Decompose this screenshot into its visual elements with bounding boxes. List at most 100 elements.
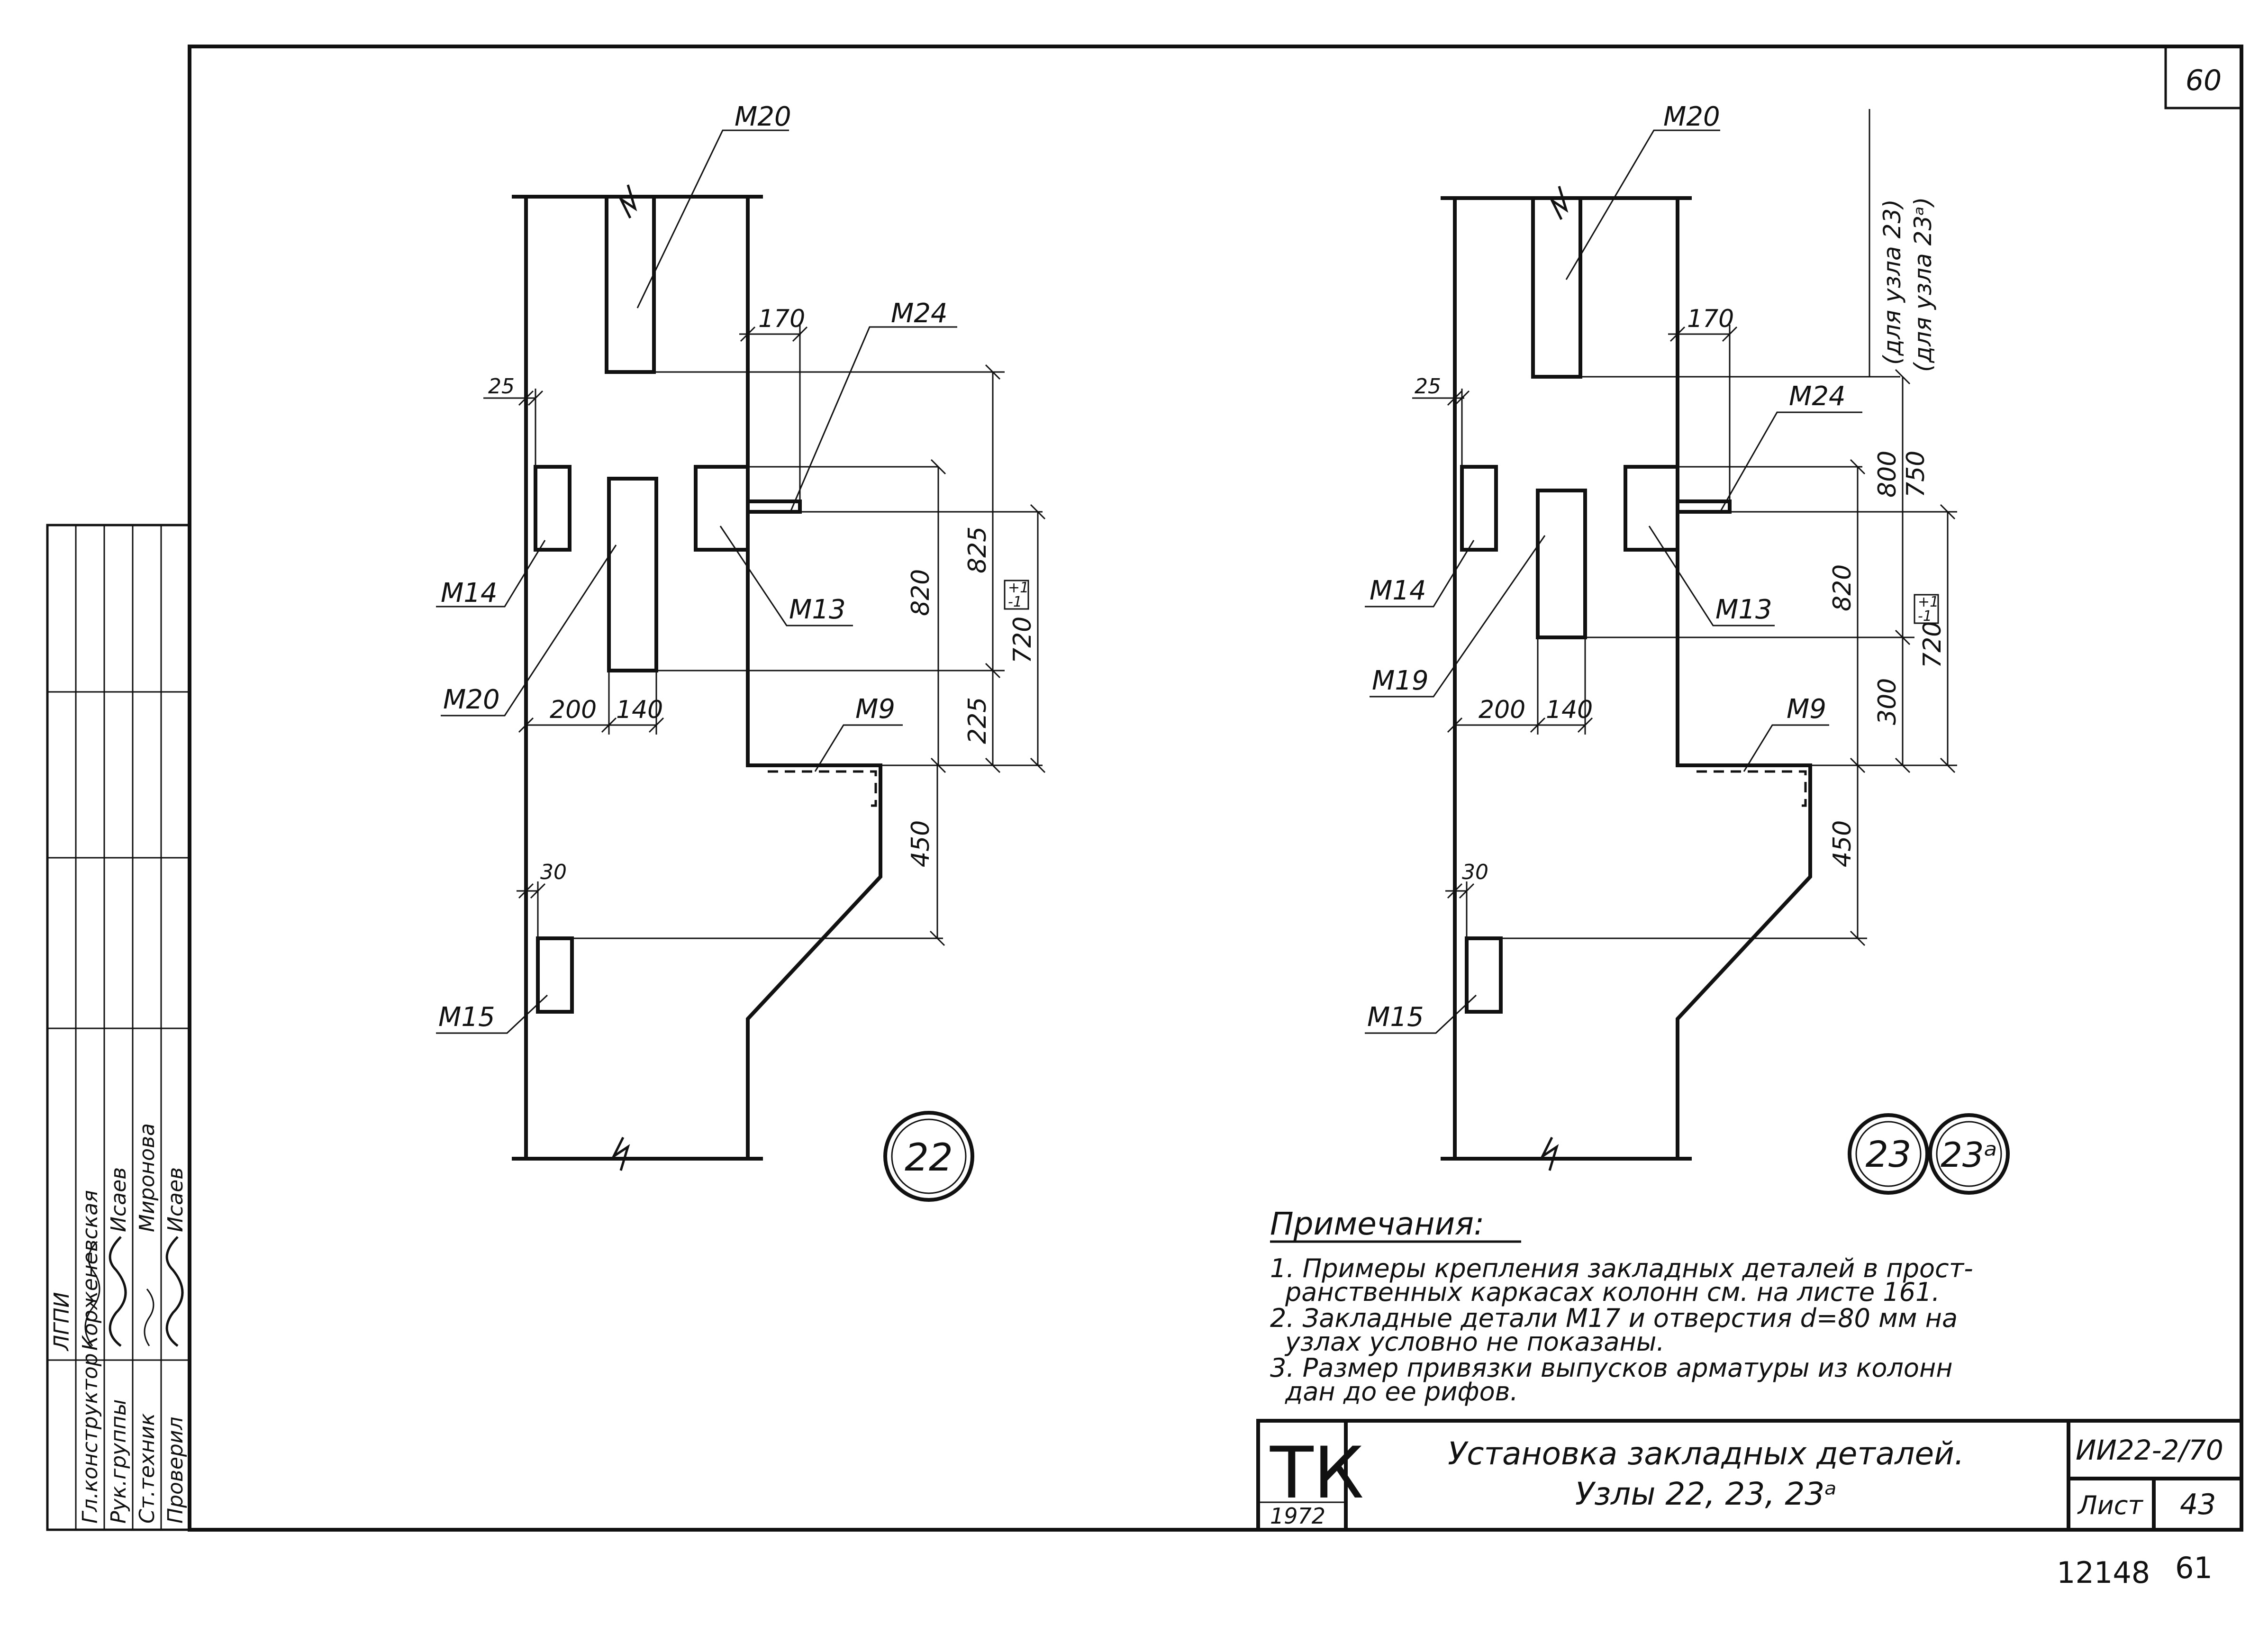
- signature-2: [109, 1236, 127, 1347]
- node22-dim-140: 140: [616, 696, 663, 724]
- node-23-drawing: 820 800 750 300 720 +1 -1 450 (для узла …: [1365, 101, 2010, 1195]
- node23-mark-m9: М9: [1787, 694, 1826, 725]
- node23-tolerance: +1: [1918, 594, 1939, 610]
- node-22-drawing: 820 825 225 720 +1 -1 450 25 170: [436, 101, 1046, 1202]
- node23-dim-800: 800: [1873, 451, 1902, 498]
- node23-plate-m14: [1460, 465, 1498, 552]
- node23-mark-m19: М19: [1372, 665, 1429, 696]
- signature-4: [165, 1236, 184, 1347]
- note-line-3: 2. Закладные детали М17 и отверстия d=80…: [1270, 1303, 1958, 1333]
- node23-plate-m24: [1676, 499, 1732, 514]
- node23-dim-720: 720: [1918, 621, 1947, 668]
- signature-3: [144, 1289, 154, 1346]
- title-block: ТК 1972 Установка закладных деталей. Узл…: [1256, 1419, 2243, 1532]
- node23-dim-450: 450: [1828, 820, 1857, 867]
- node23-plate-m19: [1536, 489, 1587, 639]
- note-line-2: ранственных каркасах колонн см. на листе…: [1285, 1277, 1940, 1307]
- node22-mark-m24: М24: [891, 298, 948, 329]
- node22-dim-825: 825: [963, 527, 992, 573]
- node23-badge-circle: [1848, 1113, 1929, 1195]
- stamp-role-1: Гл.конструктор: [78, 1353, 102, 1524]
- node23-m9-bar: [1696, 770, 1807, 807]
- stamp-role-4: Проверил: [163, 1416, 188, 1524]
- node22-badge-circle: [883, 1111, 974, 1202]
- note-line-6: дан до ее рифов.: [1285, 1377, 1518, 1407]
- node23a-badge-circle: [1928, 1113, 2010, 1195]
- node23-plate-m15: [1465, 936, 1503, 1014]
- node22-dim-200: 200: [550, 696, 597, 724]
- title-sheet-number: 43: [2180, 1488, 2216, 1521]
- footer-page-number: 61: [2175, 1551, 2213, 1585]
- stamp-name-3: Миронова: [135, 1123, 159, 1232]
- node22-mark-m14: М14: [441, 578, 498, 608]
- node23-plate-m20-top: [1531, 196, 1582, 379]
- node23-plate-m13: [1624, 465, 1679, 552]
- node22-plate-m15: [536, 936, 574, 1014]
- stamp-name-1: Корженевская: [78, 1190, 102, 1351]
- node23-note-a: (для узла 23): [1878, 199, 1906, 365]
- node22-plate-m14: [534, 465, 572, 552]
- side-stamp: ЛГПИ Гл.конструктор Корженевская Рук.гру…: [46, 524, 191, 1531]
- node23-tolerance-minus: -1: [1918, 608, 1932, 625]
- node23-dim-200: 200: [1479, 696, 1525, 724]
- node22-dim-170: 170: [758, 305, 805, 333]
- node23-dim-300: 300: [1873, 678, 1902, 725]
- footer-archive-number: 12148: [2057, 1555, 2150, 1590]
- node22-plate-m13: [694, 465, 750, 552]
- note-line-4: узлах условно не показаны.: [1284, 1327, 1665, 1357]
- node23-note-b: (для узла 23ᵃ): [1909, 197, 1937, 372]
- title-line-1: Установка закладных деталей.: [1448, 1435, 1964, 1472]
- title-year: 1972: [1270, 1503, 1325, 1529]
- note-line-5: 3. Размер привязки выпусков арматуры из …: [1270, 1353, 1953, 1383]
- notes-title: Примечания:: [1270, 1206, 1484, 1242]
- signature-1: [84, 1241, 100, 1346]
- node22-dim-450: 450: [907, 820, 935, 867]
- stamp-name-4: Исаев: [163, 1167, 188, 1232]
- node23-mark-m20-top: М20: [1663, 101, 1720, 132]
- title-code: ИИ22-2/70: [2076, 1434, 2223, 1466]
- node22-mark-m20-top: М20: [735, 101, 791, 132]
- node22-dim-225: 225: [963, 697, 992, 744]
- node22-dim-820: 820: [907, 569, 935, 616]
- node22-plate-m24: [746, 499, 802, 514]
- node23-dim-30: 30: [1462, 860, 1488, 884]
- stamp-org: ЛГПИ: [50, 1292, 74, 1352]
- node23a-badge: 23ᵃ: [1941, 1135, 1997, 1175]
- node23-badge: 23: [1866, 1133, 1912, 1175]
- node23-column-outline: [1453, 198, 1812, 1159]
- node23-dim-140: 140: [1546, 696, 1593, 724]
- node23-mark-m15: М15: [1367, 1002, 1424, 1033]
- node22-plate-m20-top: [605, 195, 656, 374]
- node22-dim-30: 30: [540, 860, 567, 884]
- node23-dim-750: 750: [1902, 451, 1930, 498]
- node22-tolerance-box: [1004, 580, 1029, 610]
- node23-dim-170: 170: [1687, 305, 1734, 333]
- node23-mark-m24: М24: [1789, 381, 1846, 412]
- node22-mark-m9: М9: [855, 694, 895, 725]
- node22-dim-25: 25: [488, 374, 515, 399]
- node22-mark-m15: М15: [438, 1002, 495, 1033]
- node22-tolerance-minus: -1: [1008, 594, 1022, 610]
- node22-mark-m20-mid: М20: [443, 684, 500, 715]
- node22-mark-m13: М13: [789, 594, 846, 625]
- node23-dim-25: 25: [1415, 374, 1441, 399]
- notes-section: Примечания: 1. Примеры крепления закладн…: [1270, 1206, 1973, 1407]
- node23-tolerance-box: [1914, 594, 1939, 624]
- node22-plate-m20-mid: [607, 477, 658, 672]
- node22-m9-bar: [768, 770, 877, 807]
- title-logo: ТК: [1270, 1432, 1364, 1515]
- node22-badge: 22: [905, 1135, 953, 1180]
- corner-number-box: [2164, 45, 2243, 109]
- node23-dim-820: 820: [1828, 564, 1857, 611]
- node22-dim-720: 720: [1008, 617, 1037, 663]
- title-line-2: Узлы 22, 23, 23ᵃ: [1575, 1476, 1837, 1512]
- stamp-name-2: Исаев: [107, 1167, 131, 1232]
- node22-column-outline: [524, 197, 882, 1159]
- corner-number: 60: [2186, 64, 2222, 97]
- stamp-role-3: Ст.техник: [135, 1413, 159, 1524]
- node23-mark-m14: М14: [1370, 575, 1426, 606]
- node22-tolerance: +1: [1008, 580, 1029, 596]
- stamp-role-2: Рук.группы: [107, 1399, 131, 1524]
- note-line-1: 1. Примеры крепления закладных деталей в…: [1270, 1253, 1973, 1283]
